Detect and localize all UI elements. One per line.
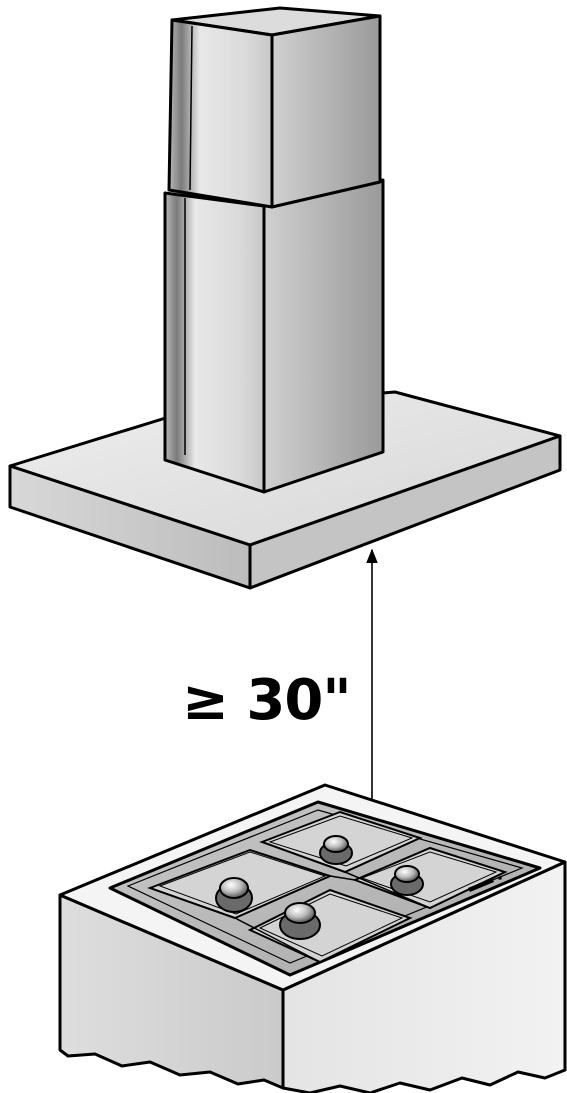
burner-knob-front-center (279, 902, 321, 940)
burner-knob-rear-center (319, 835, 353, 865)
burner-knob-front-left (215, 877, 253, 913)
cooktop-control-strip (468, 876, 502, 892)
range-hood-chimney-lower (163, 178, 385, 494)
clearance-dimension-label: ≥ 30" (182, 668, 352, 733)
gas-cooktop (108, 800, 542, 977)
range-hood-chimney-upper (167, 6, 382, 209)
range-hood (8, 6, 562, 590)
burner-knob-right (390, 865, 424, 896)
base-cabinet (58, 783, 567, 1093)
